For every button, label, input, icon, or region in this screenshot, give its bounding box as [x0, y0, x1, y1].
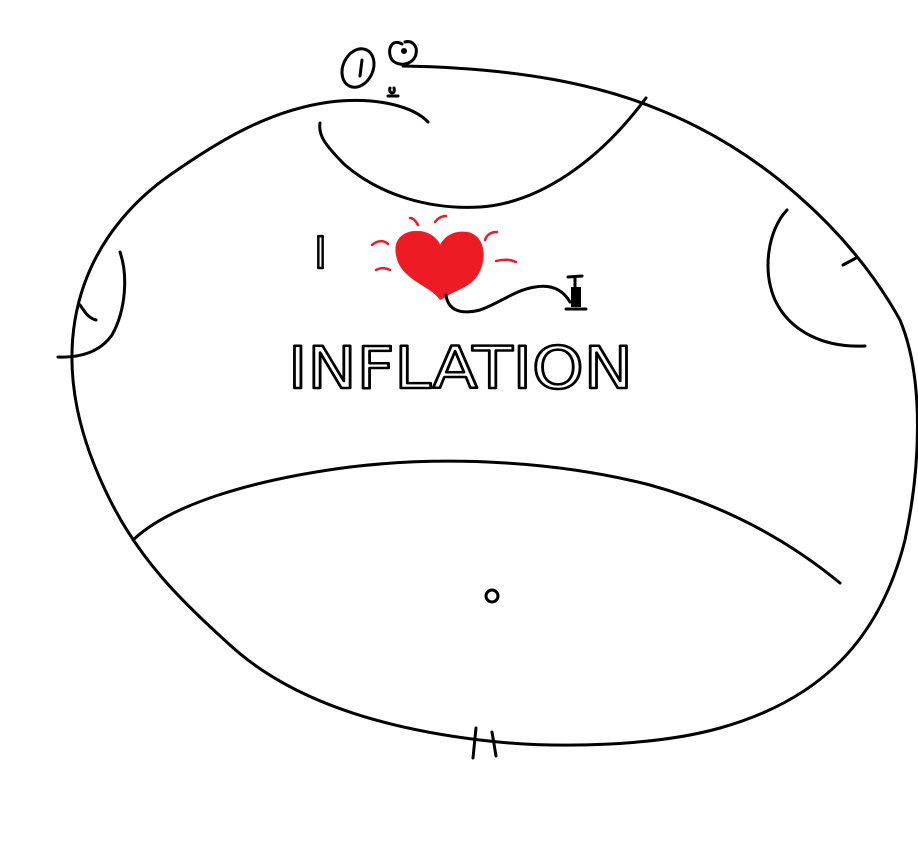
- pump-hose: [444, 284, 572, 314]
- right-arm: [766, 208, 867, 348]
- mouth: [318, 96, 648, 209]
- right-hand-tick: [841, 256, 858, 267]
- love-prefix-text: I: [314, 228, 327, 279]
- navel: [484, 588, 500, 604]
- right-leg: [490, 730, 498, 758]
- right-eye: [388, 40, 418, 66]
- left-arm: [56, 250, 127, 359]
- heart-icon: [370, 214, 518, 300]
- belly-line: [131, 459, 842, 585]
- body-outline: [70, 64, 918, 747]
- left-eye: [340, 47, 376, 89]
- nose: [386, 86, 400, 98]
- left-leg: [471, 726, 478, 760]
- inflation-caption: INFLATION: [288, 334, 633, 402]
- left-hand-tick: [78, 303, 98, 322]
- air-pump-icon: [564, 274, 588, 311]
